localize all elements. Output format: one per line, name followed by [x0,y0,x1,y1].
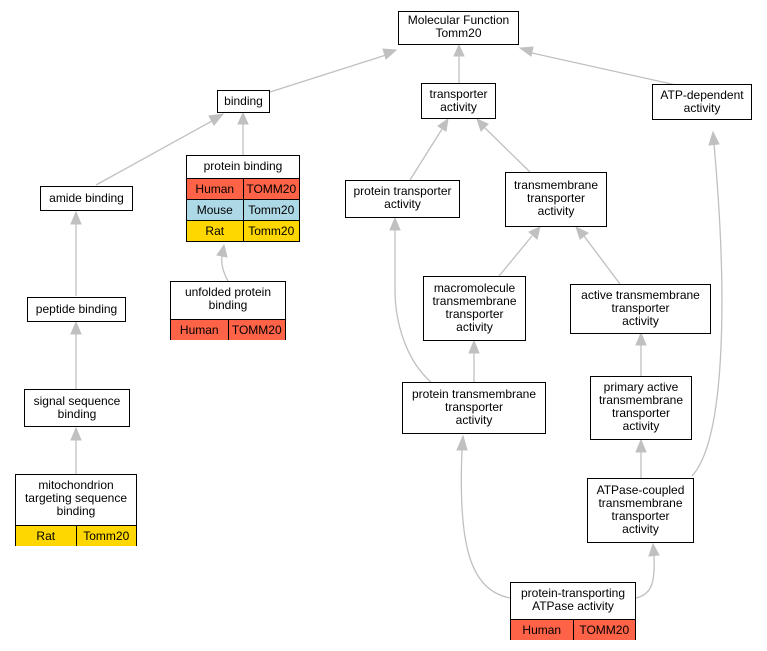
edge [468,339,480,382]
node-protein-binding[interactable]: protein binding Human TOMM20 Mouse Tomm2… [186,155,300,242]
species-cell: Human [187,179,243,199]
gene-cell: Tomm20 [242,221,299,241]
edge [456,434,511,599]
node-label: primary active transmembrane transporter… [598,380,684,433]
node-label: amide binding [49,191,124,205]
node-label: Molecular Function Tomm20 [407,13,510,40]
edge [453,43,465,83]
species-cell: Human [511,620,573,640]
node-binding[interactable]: binding [217,90,270,113]
node-atpase-coupled-transmembrane-transporter-activity[interactable]: ATPase-coupled transmembrane transporter… [587,478,694,543]
edge [216,243,229,282]
node-protein-transporter-activity[interactable]: protein transporter activity [345,180,460,218]
node-label: protein transmembrane transporter activi… [411,387,537,427]
node-label: transporter activity [429,87,488,114]
species-cell: Rat [187,221,243,241]
ortholog-row: Human TOMM20 [187,178,299,199]
edge [70,320,82,389]
node-macromolecule-transmembrane-transporter-activity[interactable]: macromolecule transmembrane transporter … [423,276,526,341]
gene-cell: TOMM20 [572,620,635,640]
node-mitochondrion-targeting-sequence-binding[interactable]: mitochondrion targeting sequence binding… [15,474,137,546]
edge [518,46,677,86]
gene-cell: TOMM20 [227,320,285,340]
node-label: transmembrane transporter activity [513,178,599,218]
edge [498,226,541,277]
edge [269,48,398,93]
gene-cell: Tomm20 [242,200,299,220]
edge [70,210,82,296]
ortholog-row: Rat Tomm20 [187,220,299,241]
species-cell: Human [171,320,228,340]
ortholog-row: Human TOMM20 [171,319,285,340]
edge [476,118,531,173]
node-transmembrane-transporter-activity[interactable]: transmembrane transporter activity [505,172,607,227]
node-protein-transporting-atpase-activity[interactable]: protein-transporting ATPase activity Hum… [510,582,636,640]
species-cell: Mouse [187,200,243,220]
node-primary-active-transmembrane-transporter-activity[interactable]: primary active transmembrane transporter… [590,376,692,440]
edge [635,331,647,376]
node-protein-transmembrane-transporter-activity[interactable]: protein transmembrane transporter activi… [402,382,546,434]
edge [95,113,225,186]
node-label: protein binding [203,159,283,173]
node-unfolded-protein-binding[interactable]: unfolded protein binding Human TOMM20 [170,281,286,340]
node-atp-dependent-activity[interactable]: ATP-dependent activity [652,84,752,120]
gene-cell: TOMM20 [242,179,299,199]
ortholog-row: Mouse Tomm20 [187,199,299,220]
node-label: peptide binding [35,302,118,316]
node-label: active transmembrane transporter activit… [581,288,700,328]
edge [635,542,660,599]
node-label: macromolecule transmembrane transporter … [432,281,517,334]
edge [237,111,249,155]
node-amide-binding[interactable]: amide binding [40,186,133,211]
node-signal-sequence-binding[interactable]: signal sequence binding [24,389,130,427]
ortholog-row: Human TOMM20 [511,619,635,640]
node-active-transmembrane-transporter-activity[interactable]: active transmembrane transporter activit… [570,284,711,334]
node-peptide-binding[interactable]: peptide binding [27,297,126,322]
node-label: mitochondrion targeting sequence binding [24,478,128,518]
gene-cell: Tomm20 [75,526,136,546]
node-label: ATP-dependent activity [660,88,744,115]
node-label: signal sequence binding [33,394,121,421]
node-label: ATPase-coupled transmembrane transporter… [596,483,685,536]
node-label: unfolded protein binding [184,285,272,312]
node-label: binding [224,94,263,108]
edge [70,426,82,474]
node-transporter-activity[interactable]: transporter activity [421,83,496,119]
edge [635,438,647,478]
edge [691,130,723,477]
edge [389,216,433,384]
species-cell: Rat [16,526,76,546]
edge [409,117,449,181]
node-label: protein transporter activity [353,184,452,211]
node-root[interactable]: Molecular Function Tomm20 [398,11,519,45]
ortholog-row: Rat Tomm20 [16,525,136,546]
node-label: protein-transporting ATPase activity [520,586,626,613]
edge [575,226,621,285]
